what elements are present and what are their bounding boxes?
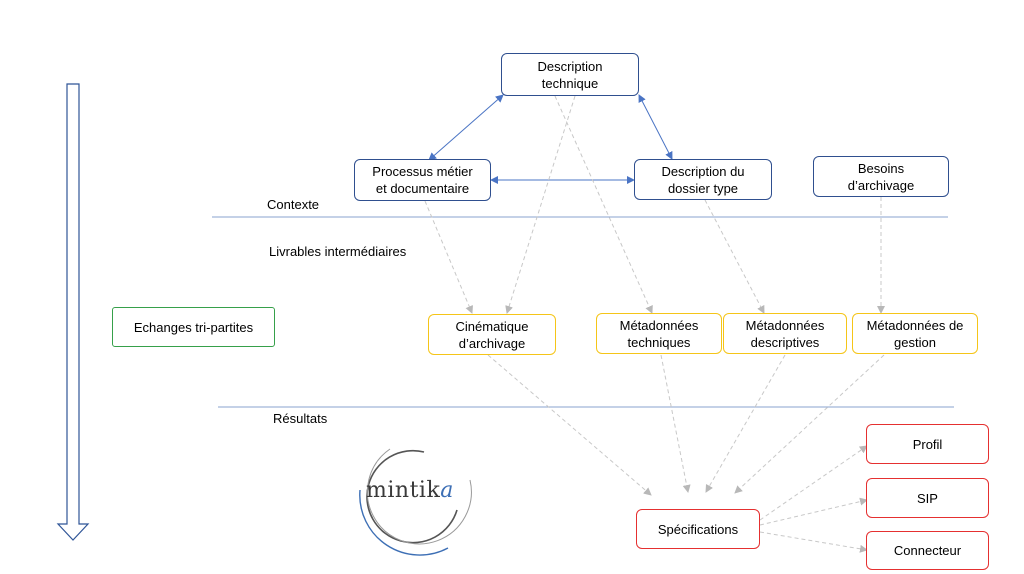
- besoins-archivage-box: Besoins d’archivage: [813, 156, 949, 197]
- mintika-logo-text: mintika: [366, 478, 454, 503]
- section-label-livrables: Livrables intermédiaires: [269, 244, 407, 259]
- dashed-arrow-metadesc-specs: [705, 354, 786, 493]
- dashed-arrow-metagestion-specs: [734, 354, 885, 494]
- description-dossier-box: Description du dossier type: [634, 159, 772, 200]
- processus-metier-box: Processus métier et documentaire: [354, 159, 491, 201]
- description-technique-box: Description technique: [501, 53, 639, 96]
- mintika-logo-mark: [359, 448, 472, 556]
- dashed-arrow-specs-sip: [759, 497, 868, 526]
- dashed-arrow-desctech-cinematique: [505, 95, 576, 314]
- dashed-arrow-specs-connecteur: [759, 531, 868, 553]
- sip-box: SIP: [866, 478, 989, 518]
- dashed-arrow-dossier-metadesc: [704, 199, 765, 314]
- echanges-tripartites-box: Echanges tri-partites: [112, 307, 275, 347]
- profil-box: Profil: [866, 424, 989, 464]
- specifications-box: Spécifications: [636, 509, 760, 549]
- dashed-arrow-metatech-specs: [660, 354, 691, 493]
- timeline-down-arrow: [56, 83, 90, 541]
- section-label-resultats: Résultats: [273, 411, 328, 426]
- arrow-desc-tech-processus: [428, 94, 504, 161]
- metadonnees-descriptives-box: Métadonnées descriptives: [723, 313, 847, 354]
- section-label-contexte: Contexte: [267, 197, 320, 212]
- dashed-arrow-processus-cinematique: [424, 200, 473, 314]
- metadonnees-techniques-box: Métadonnées techniques: [596, 313, 722, 354]
- metadonnees-gestion-box: Métadonnées de gestion: [852, 313, 978, 354]
- connecteur-box: Connecteur: [866, 531, 989, 570]
- arrow-desc-tech-dossier: [638, 94, 673, 160]
- dashed-arrow-specs-profil: [759, 445, 868, 521]
- cinematique-archivage-box: Cinématique d’archivage: [428, 314, 556, 355]
- dashed-arrow-cinematique-specs: [487, 354, 652, 496]
- dashed-arrow-desctech-metatech: [554, 95, 653, 314]
